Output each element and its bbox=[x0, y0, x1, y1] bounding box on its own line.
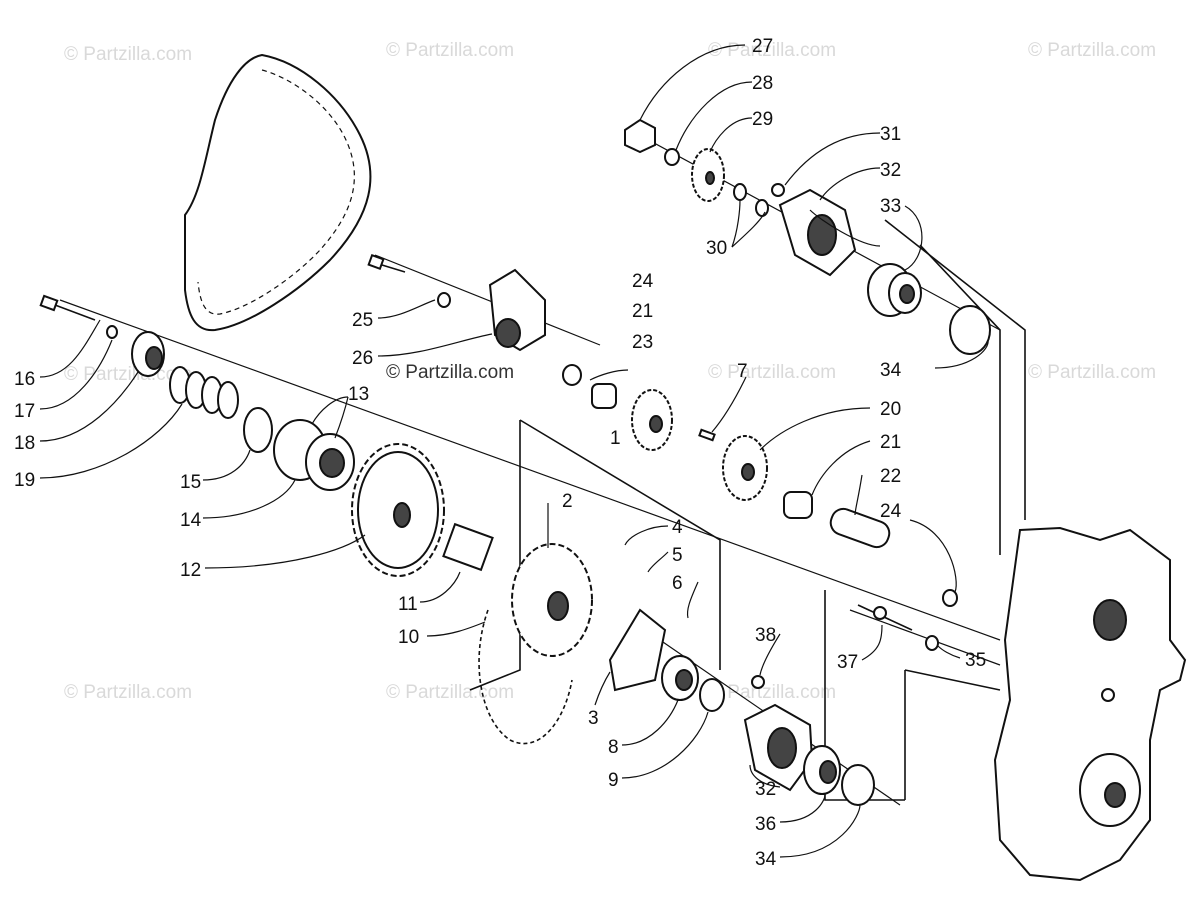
callout-32b: 32 bbox=[755, 779, 776, 800]
chain-10 bbox=[478, 609, 573, 745]
callout-31: 31 bbox=[880, 124, 901, 145]
bolt-25 bbox=[367, 253, 406, 273]
callout-9: 9 bbox=[608, 770, 619, 791]
sprocket-29 bbox=[691, 148, 725, 202]
callout-4: 4 bbox=[672, 517, 683, 538]
washer-24a bbox=[562, 364, 582, 386]
sprocket-2 bbox=[511, 543, 593, 657]
washer-9 bbox=[699, 678, 725, 712]
watermark: © Partzilla.com bbox=[1028, 40, 1156, 61]
bearing-8 bbox=[661, 655, 699, 701]
callout-16: 16 bbox=[14, 369, 35, 390]
washer-35 bbox=[925, 635, 939, 651]
ring-34b bbox=[841, 764, 875, 806]
watermark: © Partzilla.com bbox=[64, 682, 192, 703]
washer-17 bbox=[106, 325, 118, 339]
washer-26 bbox=[437, 292, 451, 308]
callout-14: 14 bbox=[180, 510, 202, 531]
callout-38: 38 bbox=[755, 625, 776, 646]
bearing-36 bbox=[803, 745, 841, 795]
washer-24b bbox=[942, 589, 958, 607]
bearing-33 bbox=[867, 263, 922, 317]
callout-11: 11 bbox=[398, 594, 418, 615]
callout-15: 15 bbox=[180, 472, 201, 493]
callout-21a: 21 bbox=[632, 301, 653, 322]
callout-34a: 34 bbox=[880, 360, 902, 381]
sleeve-22 bbox=[829, 507, 891, 549]
watermarks: © Partzilla.com © Partzilla.com © Partzi… bbox=[64, 40, 1156, 703]
bracket-lines bbox=[469, 219, 1026, 801]
callout-35: 35 bbox=[965, 650, 986, 671]
spacer-21a bbox=[591, 383, 617, 409]
callout-13: 13 bbox=[348, 384, 369, 405]
callout-30: 30 bbox=[706, 238, 727, 259]
callout-33: 33 bbox=[880, 196, 901, 217]
callout-19: 19 bbox=[14, 470, 35, 491]
sprocket-20 bbox=[722, 435, 768, 501]
sprocket-12 bbox=[351, 443, 445, 577]
callout-5: 5 bbox=[672, 545, 683, 566]
washer-28 bbox=[664, 148, 680, 166]
callout-29: 29 bbox=[752, 109, 773, 130]
watermark: © Partzilla.com bbox=[386, 40, 514, 61]
callout-labels: 1 2 3 4 5 6 7 8 9 10 11 12 13 14 15 16 1… bbox=[14, 36, 986, 870]
callout-34b: 34 bbox=[755, 849, 777, 870]
watermark: © Partzilla.com bbox=[708, 682, 836, 703]
callout-22: 22 bbox=[880, 466, 901, 487]
brake-bracket-3 bbox=[608, 608, 667, 692]
pin-7 bbox=[698, 428, 716, 442]
flange-32a bbox=[778, 188, 857, 277]
callout-27: 27 bbox=[752, 36, 773, 57]
callout-18: 18 bbox=[14, 433, 35, 454]
callout-28: 28 bbox=[752, 73, 773, 94]
callout-36: 36 bbox=[755, 814, 776, 835]
callout-12: 12 bbox=[180, 560, 201, 581]
nut-27 bbox=[624, 118, 656, 154]
callout-6: 6 bbox=[672, 573, 683, 594]
watermark: © Partzilla.com bbox=[64, 44, 192, 65]
hub-11 bbox=[442, 522, 494, 572]
callout-2: 2 bbox=[562, 491, 573, 512]
tensioner-arm bbox=[488, 268, 546, 352]
leader-lines bbox=[39, 44, 989, 858]
chain-case-housing bbox=[993, 526, 1187, 882]
callout-21b: 21 bbox=[880, 432, 901, 453]
snap-ring-15 bbox=[243, 407, 273, 453]
bolt-37 bbox=[857, 604, 913, 631]
nut-38 bbox=[751, 675, 765, 689]
callout-17: 17 bbox=[14, 401, 35, 422]
callout-24a: 24 bbox=[632, 271, 654, 292]
callout-8: 8 bbox=[608, 737, 619, 758]
callout-10: 10 bbox=[398, 627, 419, 648]
callout-23: 23 bbox=[632, 332, 653, 353]
callout-7: 7 bbox=[737, 361, 748, 382]
callout-26: 26 bbox=[352, 348, 373, 369]
chain-case-cover bbox=[184, 53, 372, 332]
callout-37: 37 bbox=[837, 652, 858, 673]
watermark: © Partzilla.com bbox=[386, 362, 514, 383]
callout-20: 20 bbox=[880, 399, 901, 420]
spring-19 bbox=[169, 366, 239, 419]
watermark: © Partzilla.com bbox=[708, 362, 836, 383]
washer-30b bbox=[755, 199, 769, 217]
sprocket-23 bbox=[631, 389, 673, 451]
nut-31 bbox=[771, 183, 785, 197]
washer-30a bbox=[733, 183, 747, 201]
watermark: © Partzilla.com bbox=[1028, 362, 1156, 383]
bolt-16 bbox=[39, 294, 96, 321]
callout-3: 3 bbox=[588, 708, 599, 729]
callout-1: 1 bbox=[610, 428, 621, 449]
spacer-21b bbox=[783, 491, 813, 519]
callout-32a: 32 bbox=[880, 160, 901, 181]
watermark: © Partzilla.com bbox=[386, 682, 514, 703]
axis-lines bbox=[59, 129, 1001, 806]
callout-25: 25 bbox=[352, 310, 373, 331]
cap-18 bbox=[131, 331, 165, 377]
bearing-13-14 bbox=[273, 419, 355, 491]
callout-24b: 24 bbox=[880, 501, 902, 522]
ring-34a bbox=[949, 305, 991, 355]
